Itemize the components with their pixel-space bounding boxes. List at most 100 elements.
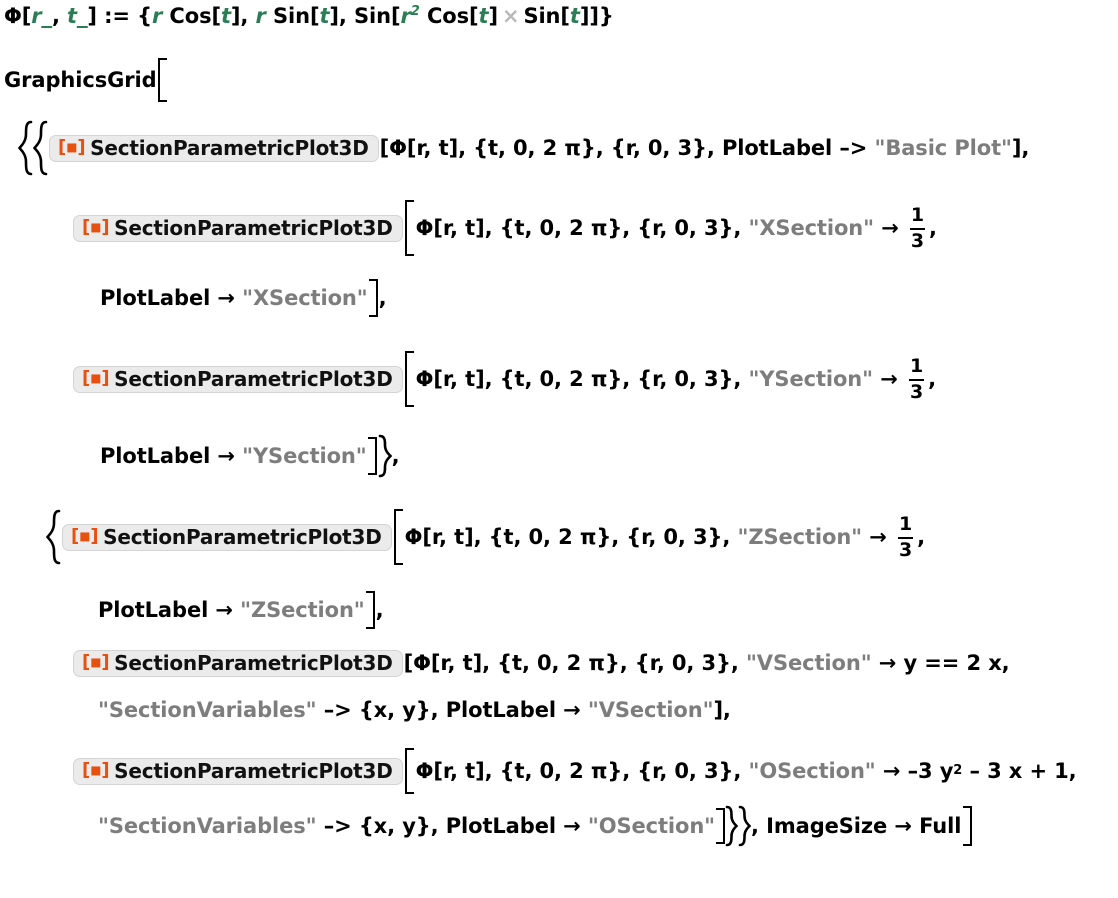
xsection-fraction: 1 3: [909, 205, 926, 252]
fraction-denominator: 3: [910, 230, 925, 252]
osection-plotlabel-string: "OSection": [587, 813, 716, 838]
ysection-args: Φ[r, t], {t, 0, 2 π}, {r, 0, 3},: [415, 366, 749, 391]
ysection-open-bracket: [404, 351, 414, 407]
imagesize-arrow: →: [887, 813, 920, 838]
resource-function-zsection[interactable]: [▪] SectionParametricPlot3D: [62, 523, 392, 551]
resource-function-name: SectionParametricPlot3D: [103, 524, 382, 549]
comp3-cos: Cos[: [419, 4, 479, 28]
ysection-plotlabel-arrow: →: [210, 443, 243, 468]
resource-function-vsection[interactable]: [▪] SectionParametricPlot3D: [73, 650, 403, 677]
xsection-comma: ,: [929, 215, 937, 240]
comp3-sin: Sin[: [354, 4, 401, 28]
zsection-plotlabel-key: PlotLabel: [98, 597, 209, 622]
phi-head: Φ: [4, 4, 22, 28]
plot-line-ysection[interactable]: [▪] SectionParametricPlot3D Φ[r, t], {t,…: [72, 351, 936, 407]
outer-close-brace: [738, 805, 752, 847]
ysection-arrow: →: [873, 366, 905, 391]
set-delayed-operator: :=: [96, 4, 138, 28]
fraction-bar: [898, 537, 914, 539]
zsection-arrow: →: [862, 524, 894, 549]
resource-function-icon: [▪]: [82, 651, 110, 673]
resource-function-name: SectionParametricPlot3D: [114, 758, 393, 783]
imagesize-value: Full: [919, 813, 962, 838]
resource-function-osection[interactable]: [▪] SectionParametricPlot3D: [73, 757, 403, 785]
vsection-sv-arrow: –>: [316, 698, 359, 722]
vsection-option-key: "VSection": [745, 651, 872, 675]
vsection-plotlabel-key: PlotLabel: [445, 698, 556, 722]
ysection-close-bracket: [367, 437, 377, 475]
graphicsgrid-head-line[interactable]: GraphicsGrid: [4, 58, 167, 102]
xsection-plotlabel-string: "XSection": [242, 285, 368, 310]
xsection-args: Φ[r, t], {t, 0, 2 π}, {r, 0, 3},: [415, 215, 749, 240]
osection-value-prefix: –3 y: [907, 758, 954, 783]
resource-function-name: SectionParametricPlot3D: [90, 135, 369, 160]
resource-function-basic[interactable]: [▪] SectionParametricPlot3D: [49, 134, 379, 162]
osection-sectionvariables-key: "SectionVariables": [98, 813, 317, 838]
open-bracket: [: [21, 4, 32, 28]
xsection-option-key: "XSection": [748, 215, 874, 240]
osection-value-suffix: – 3 x + 1,: [962, 758, 1077, 783]
comp3-sin2: Sin[: [523, 4, 570, 28]
ysection-line-comma: ,: [391, 443, 400, 468]
comp3-t2: t: [569, 4, 580, 28]
plot-line-zsection[interactable]: [▪] SectionParametricPlot3D Φ[r, t], {t,…: [46, 509, 925, 565]
close-brace: }: [598, 4, 614, 28]
plot-line-vsection[interactable]: [▪] SectionParametricPlot3D [Φ[r, t], {t…: [72, 650, 1010, 677]
xsection-arrow: →: [874, 215, 906, 240]
zsection-comma: ,: [917, 524, 925, 549]
sectionvariables-line-vsection[interactable]: "SectionVariables" –> {x, y}, PlotLabel …: [98, 700, 731, 721]
resource-function-icon: [▪]: [82, 216, 110, 237]
xsection-close-bracket: [368, 279, 378, 317]
osection-args: Φ[r, t], {t, 0, 2 π}, {r, 0, 3},: [415, 758, 749, 783]
osection-open-bracket: [404, 748, 414, 794]
vsection-option-value: y == 2 x,: [903, 651, 1010, 675]
comp1-var-t: t: [220, 4, 231, 28]
plot-line-basic[interactable]: [▪] SectionParametricPlot3D [Φ[r, t], {t…: [18, 120, 1029, 176]
row1-close-brace: [378, 434, 392, 478]
ysection-plotlabel-key: PlotLabel: [100, 443, 211, 468]
plotlabel-line-xsection[interactable]: PlotLabel → "XSection" ,: [100, 279, 387, 317]
row2-open-brace: [46, 509, 61, 565]
vsection-sectionvariables-key: "SectionVariables": [98, 698, 317, 722]
outer-open-brace: [18, 120, 33, 176]
basic-plotlabel-string: "Basic Plot": [874, 135, 1012, 160]
xsection-plotlabel-key: PlotLabel: [100, 285, 211, 310]
plot-line-xsection[interactable]: [▪] SectionParametricPlot3D Φ[r, t], {t,…: [72, 200, 937, 256]
sectionvariables-line-osection[interactable]: "SectionVariables" –> {x, y}, PlotLabel …: [98, 805, 973, 847]
basic-args: [Φ[r, t], {t, 0, 2 π}, {r, 0, 3}, PlotLa…: [379, 135, 833, 160]
zsection-open-bracket: [393, 509, 403, 565]
comp2-close: ],: [329, 4, 355, 28]
xsection-line-comma: ,: [378, 285, 387, 310]
ysection-option-key: "YSection": [748, 366, 874, 391]
comp3-r-base: r: [400, 4, 411, 28]
osection-plotlabel-key: PlotLabel: [445, 813, 556, 838]
open-brace: {: [137, 4, 152, 28]
comp3-close: ]]: [579, 4, 599, 28]
plotlabel-line-zsection[interactable]: PlotLabel → "ZSection" ,: [98, 591, 384, 629]
fraction-bar: [909, 379, 924, 381]
definition-line[interactable]: Φ[r_, t_] := {r Cos[t], r Sin[t], Sin[r2…: [4, 4, 614, 28]
basic-arrow: –>: [832, 135, 875, 160]
pattern-r: r_: [31, 4, 52, 28]
graphicsgrid-close-bracket: [963, 806, 973, 846]
fraction-numerator: 1: [909, 355, 924, 378]
comp3-var-r: r2: [400, 4, 420, 28]
resource-function-icon: [▪]: [82, 759, 110, 780]
comp1-close: ],: [230, 4, 256, 28]
fraction-bar: [909, 228, 925, 230]
xsection-open-bracket: [404, 200, 414, 256]
zsection-close-bracket: [365, 591, 375, 629]
xsection-plotlabel-arrow: →: [210, 285, 243, 310]
resource-function-icon: [▪]: [71, 525, 99, 546]
fraction-numerator: 1: [898, 513, 913, 536]
row1-open-brace: [33, 120, 48, 176]
plot-line-osection[interactable]: [▪] SectionParametricPlot3D Φ[r, t], {t,…: [72, 748, 1077, 794]
row2-close-brace: [725, 805, 739, 847]
resource-function-xsection[interactable]: [▪] SectionParametricPlot3D: [73, 214, 403, 242]
zsection-plotlabel-arrow: →: [208, 597, 241, 622]
resource-function-ysection[interactable]: [▪] SectionParametricPlot3D: [73, 365, 403, 393]
comma-1: ,: [51, 4, 68, 28]
plotlabel-line-ysection[interactable]: PlotLabel → "YSection" ,: [100, 434, 400, 478]
vsection-args: [Φ[r, t], {t, 0, 2 π}, {r, 0, 3},: [403, 651, 746, 675]
